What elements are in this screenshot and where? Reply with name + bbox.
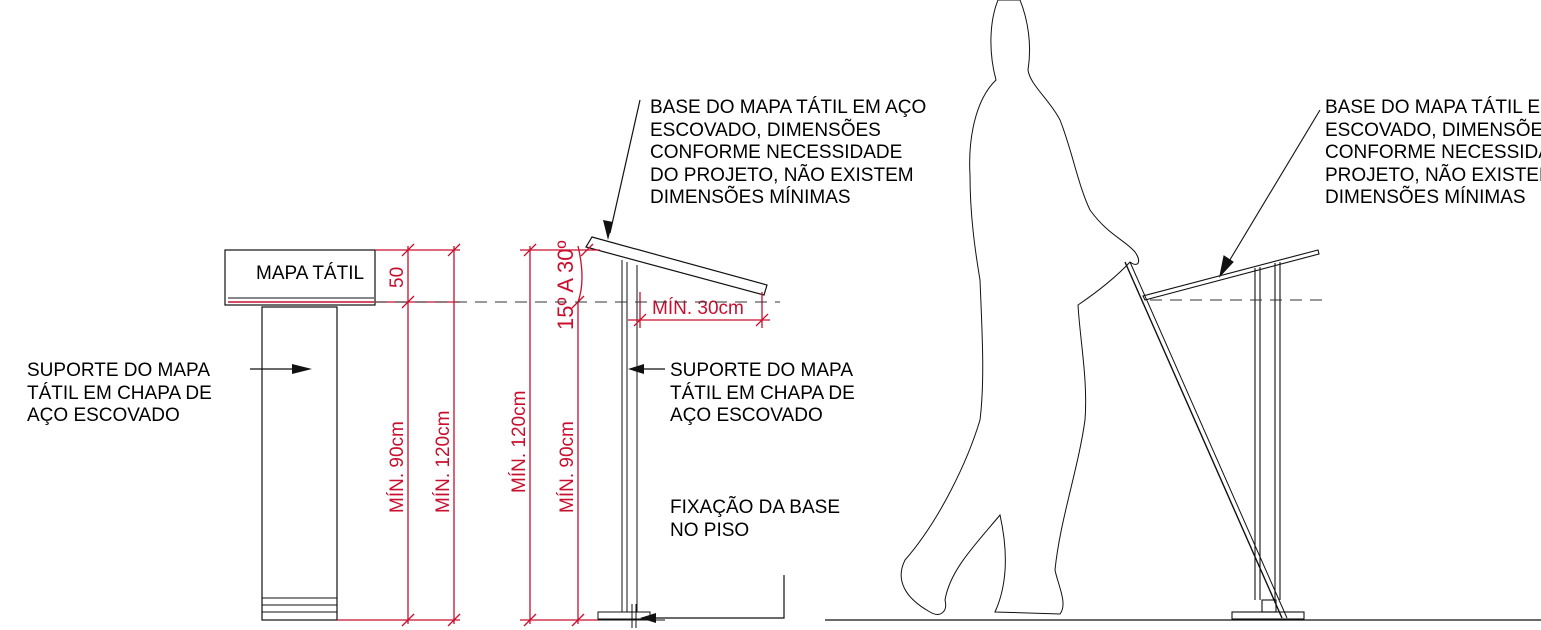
front-support-column <box>261 306 338 621</box>
dim-50: 50 <box>387 267 408 288</box>
side-dimensions: MÍN. 120cm MÍN. 90cm 15º A 30º MÍN. 30cm <box>509 241 770 627</box>
fixacao-note: FIXAÇÃO DA BASE NO PISO <box>670 497 840 541</box>
right-stand <box>1142 109 1321 620</box>
white-cane <box>1124 261 1283 619</box>
dim-min120-side: MÍN. 120cm <box>509 391 530 493</box>
base-note-2: BASE DO MAPA TÁTIL EM AÇO ESCOVADO, DIME… <box>1325 97 1541 208</box>
base-note-leader-2 <box>1224 109 1321 269</box>
right-base-plate <box>1231 611 1305 620</box>
front-support-arrowhead <box>292 364 312 374</box>
dim-min90-side: MÍN. 90cm <box>557 421 578 513</box>
angle-label: 15º A 30º <box>553 241 578 330</box>
fixing-leader <box>648 575 785 619</box>
mapa-tatil-label: MAPA TÁTIL <box>256 263 364 284</box>
side-map-plate <box>585 236 768 296</box>
person-silhouette <box>900 0 1140 615</box>
dim-min120-front: MÍN. 120cm <box>433 411 454 513</box>
person-with-cane <box>900 0 1288 619</box>
base-note-1: BASE DO MAPA TÁTIL EM AÇO ESCOVADO, DIME… <box>650 97 927 208</box>
front-view: MAPA TÁTIL <box>224 249 376 621</box>
right-map-plate <box>1142 249 1320 301</box>
base-note-leader-1 <box>609 99 641 234</box>
suporte-note-2: SUPORTE DO MAPA TÁTIL EM CHAPA DE AÇO ES… <box>670 360 855 426</box>
dim-min30: MÍN. 30cm <box>652 298 744 319</box>
suporte-note-1: SUPORTE DO MAPA TÁTIL EM CHAPA DE AÇO ES… <box>27 360 212 426</box>
front-dimensions: 50 MÍN. 90cm MÍN. 120cm <box>337 243 461 627</box>
front-map-panel <box>224 249 376 306</box>
angle-arc <box>577 245 583 303</box>
dim-min90-front: MÍN. 90cm <box>387 421 408 513</box>
